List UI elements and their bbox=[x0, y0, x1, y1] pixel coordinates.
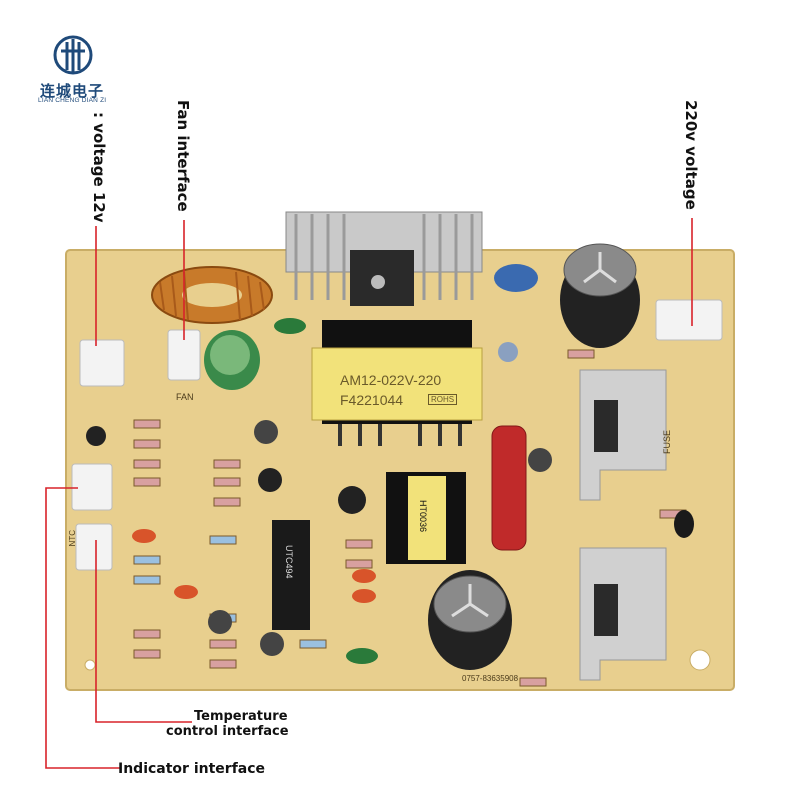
mount-hole bbox=[689, 649, 711, 671]
capacitor-large-bottom bbox=[428, 570, 512, 670]
brand-name-cn: 连城电子 bbox=[40, 82, 105, 100]
label-220v-voltage: 220v voltage bbox=[682, 100, 700, 210]
label-indicator-interface: Indicator interface bbox=[118, 761, 266, 777]
transistor-t7 bbox=[594, 400, 618, 452]
label-voltage-12v: : voltage 12v bbox=[90, 112, 108, 223]
main-transformer bbox=[311, 320, 483, 446]
connectors bbox=[71, 299, 723, 571]
capacitor-green bbox=[204, 330, 260, 390]
transistor-t6 bbox=[594, 584, 618, 636]
label-temperature-line2: control interface bbox=[166, 724, 289, 739]
toroid-inductor bbox=[151, 266, 273, 324]
ic-label: UTC494 bbox=[284, 545, 294, 579]
small-transformer bbox=[386, 472, 466, 564]
logo-mark-icon bbox=[53, 35, 93, 75]
transformer-label-2: F4221044 bbox=[340, 392, 404, 408]
transformer-rohs-badge: ROHS bbox=[428, 394, 458, 405]
transformer-label-1: AM12-022V-220 bbox=[340, 372, 442, 388]
fan-silkscreen: FAN bbox=[176, 392, 194, 402]
capacitor-film-red bbox=[491, 425, 527, 551]
capacitor-large-top bbox=[560, 243, 640, 348]
label-fan-interface: Fan interface bbox=[174, 100, 192, 212]
ntc-silkscreen: NTC bbox=[68, 530, 77, 547]
leader-lines bbox=[45, 218, 693, 769]
small-components bbox=[86, 264, 694, 664]
label-temperature-line1: Temperature bbox=[194, 709, 288, 724]
heatsink-top bbox=[285, 211, 483, 306]
ic-chip bbox=[272, 520, 310, 630]
brand-name-en: LIAN CHENG DIAN ZI bbox=[38, 97, 107, 104]
mount-hole bbox=[84, 659, 96, 671]
phone-silkscreen: 0757-83635908 bbox=[462, 674, 519, 683]
small-transformer-label: HT0036 bbox=[418, 500, 428, 533]
fuse-silkscreen: FUSE bbox=[662, 430, 672, 455]
